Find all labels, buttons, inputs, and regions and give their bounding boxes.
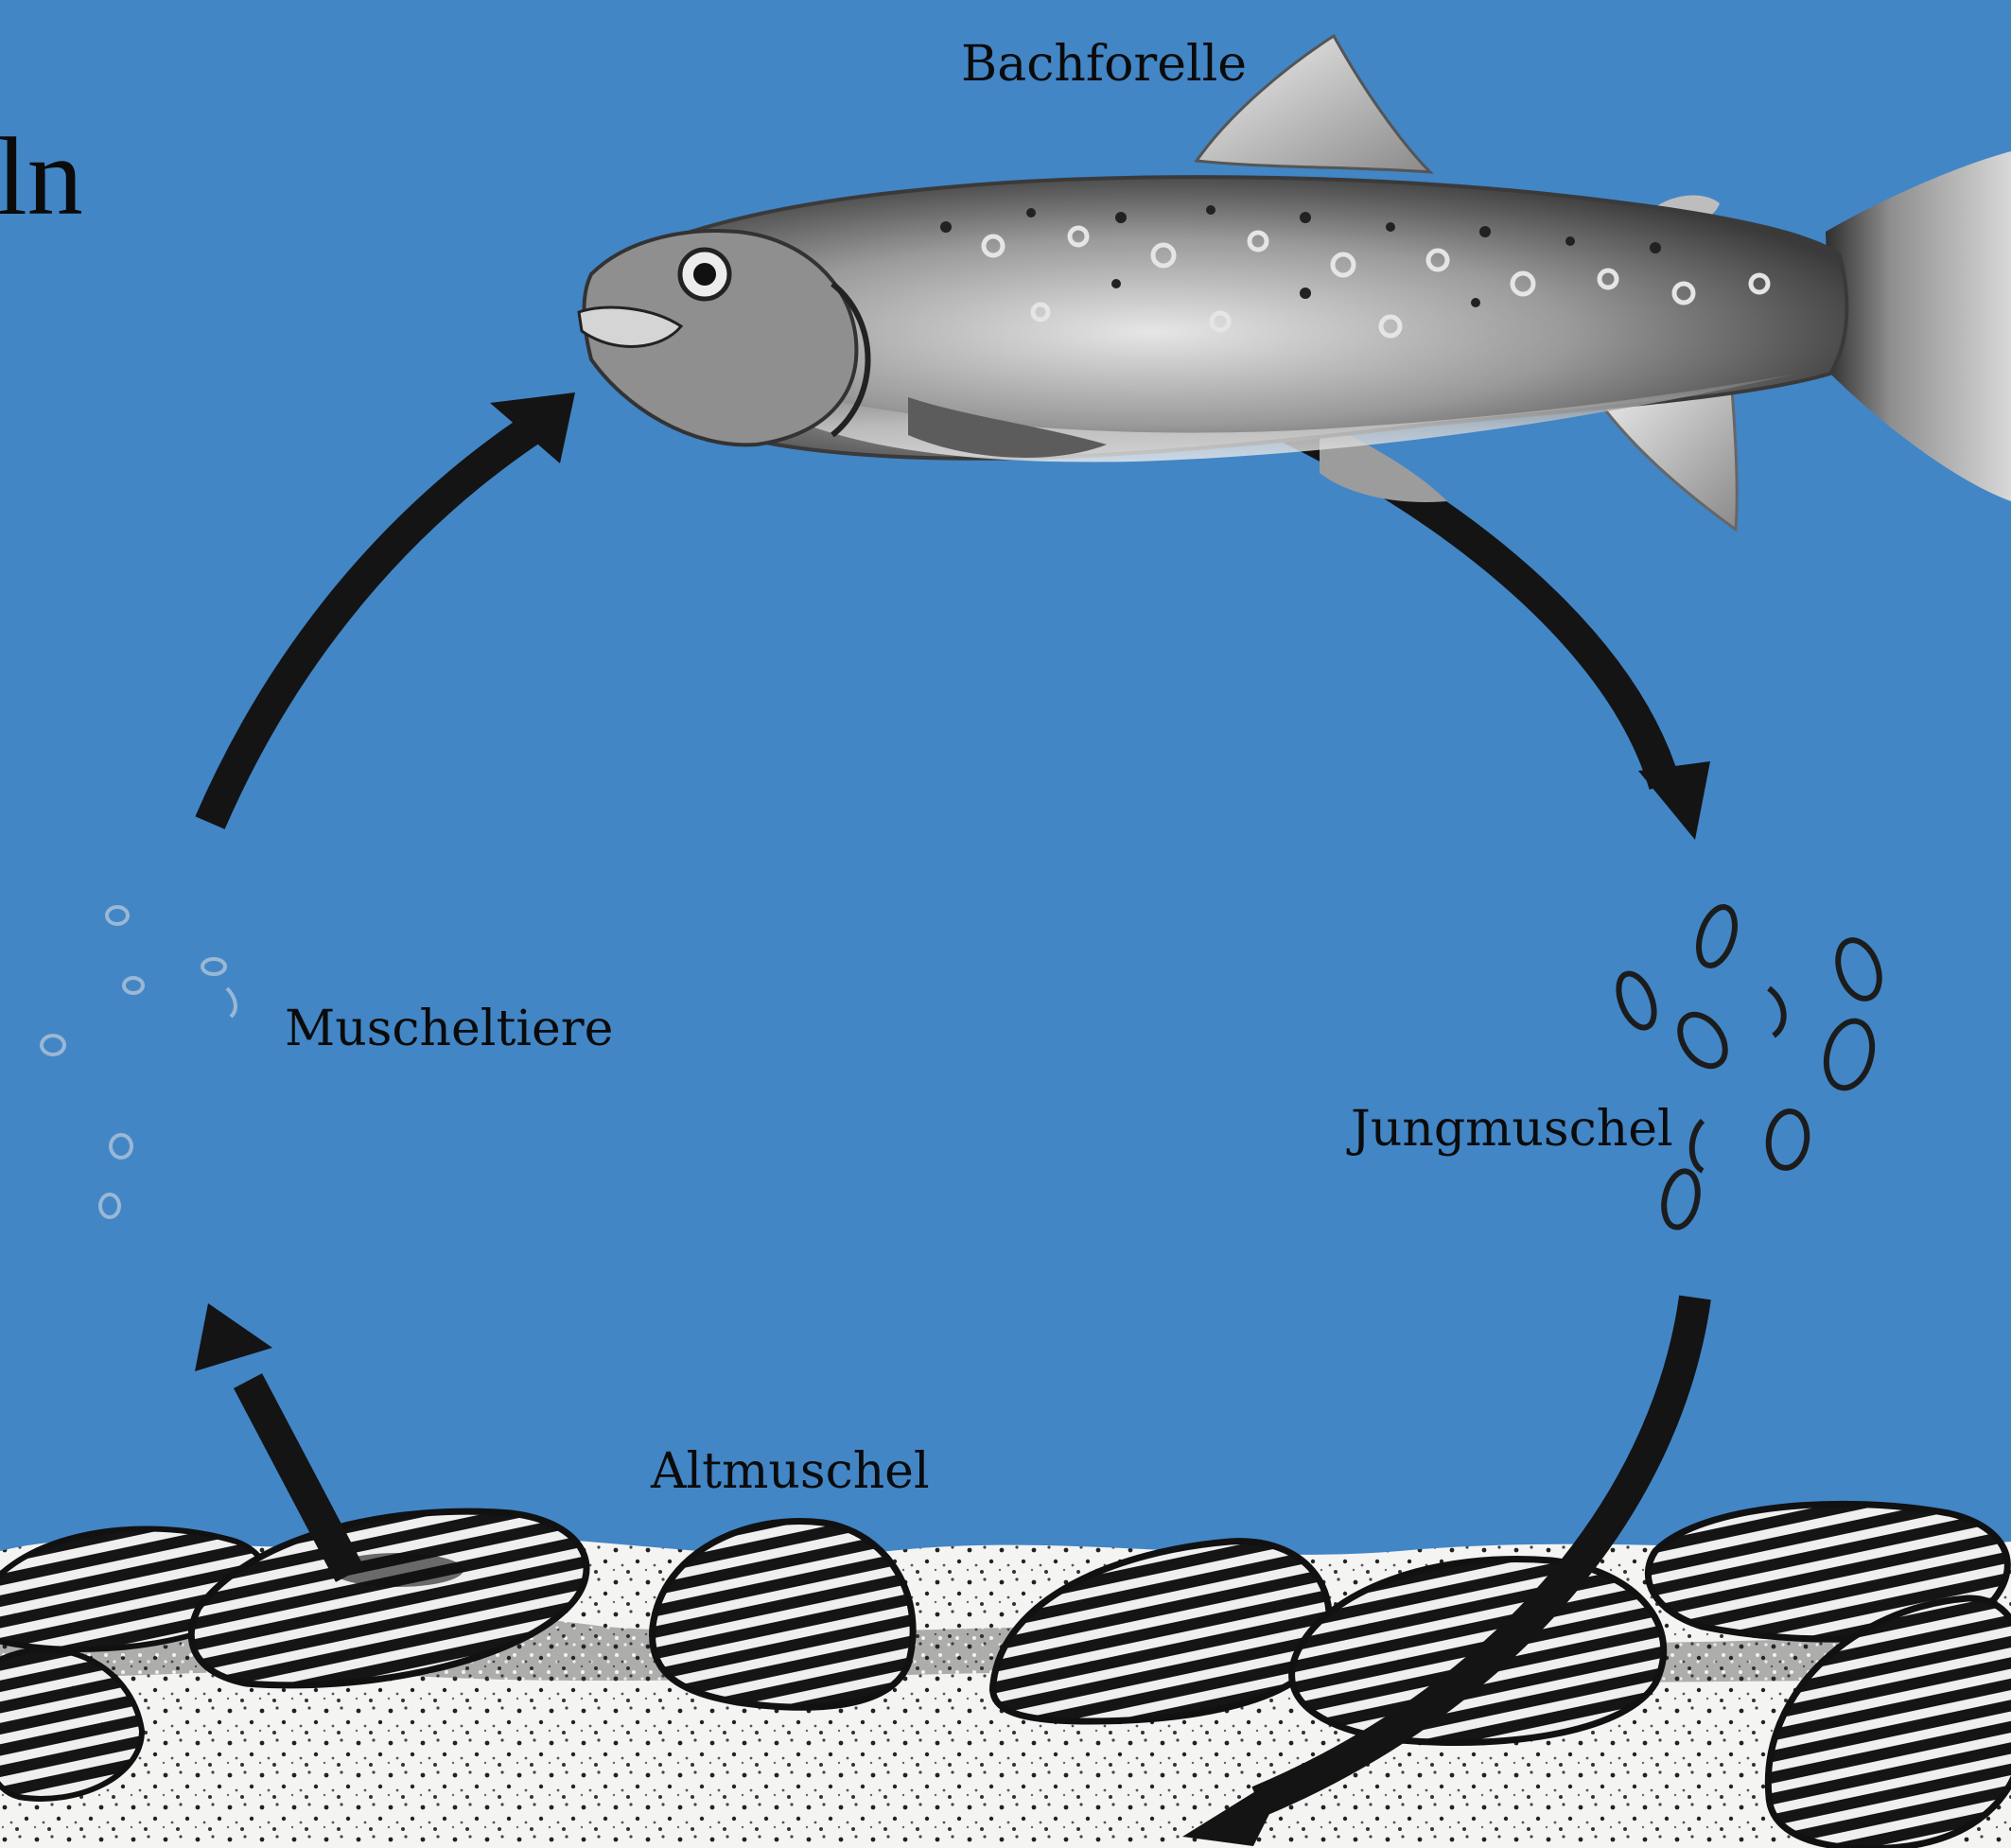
label-muscheltiere: Muscheltiere — [285, 1004, 613, 1054]
arrow-larvae-to-trout — [210, 430, 530, 823]
mussel-larvae-icon — [42, 907, 236, 1217]
label-jungmuschel: Jungmuschel — [1351, 1105, 1673, 1154]
label-altmuschel: Altmuschel — [651, 1447, 930, 1496]
brown-trout-icon — [579, 36, 2011, 530]
juvenile-mussels-icon — [1612, 902, 1887, 1230]
heading-fragment: ln — [0, 121, 83, 233]
label-bachforelle: Bachforelle — [961, 40, 1247, 89]
